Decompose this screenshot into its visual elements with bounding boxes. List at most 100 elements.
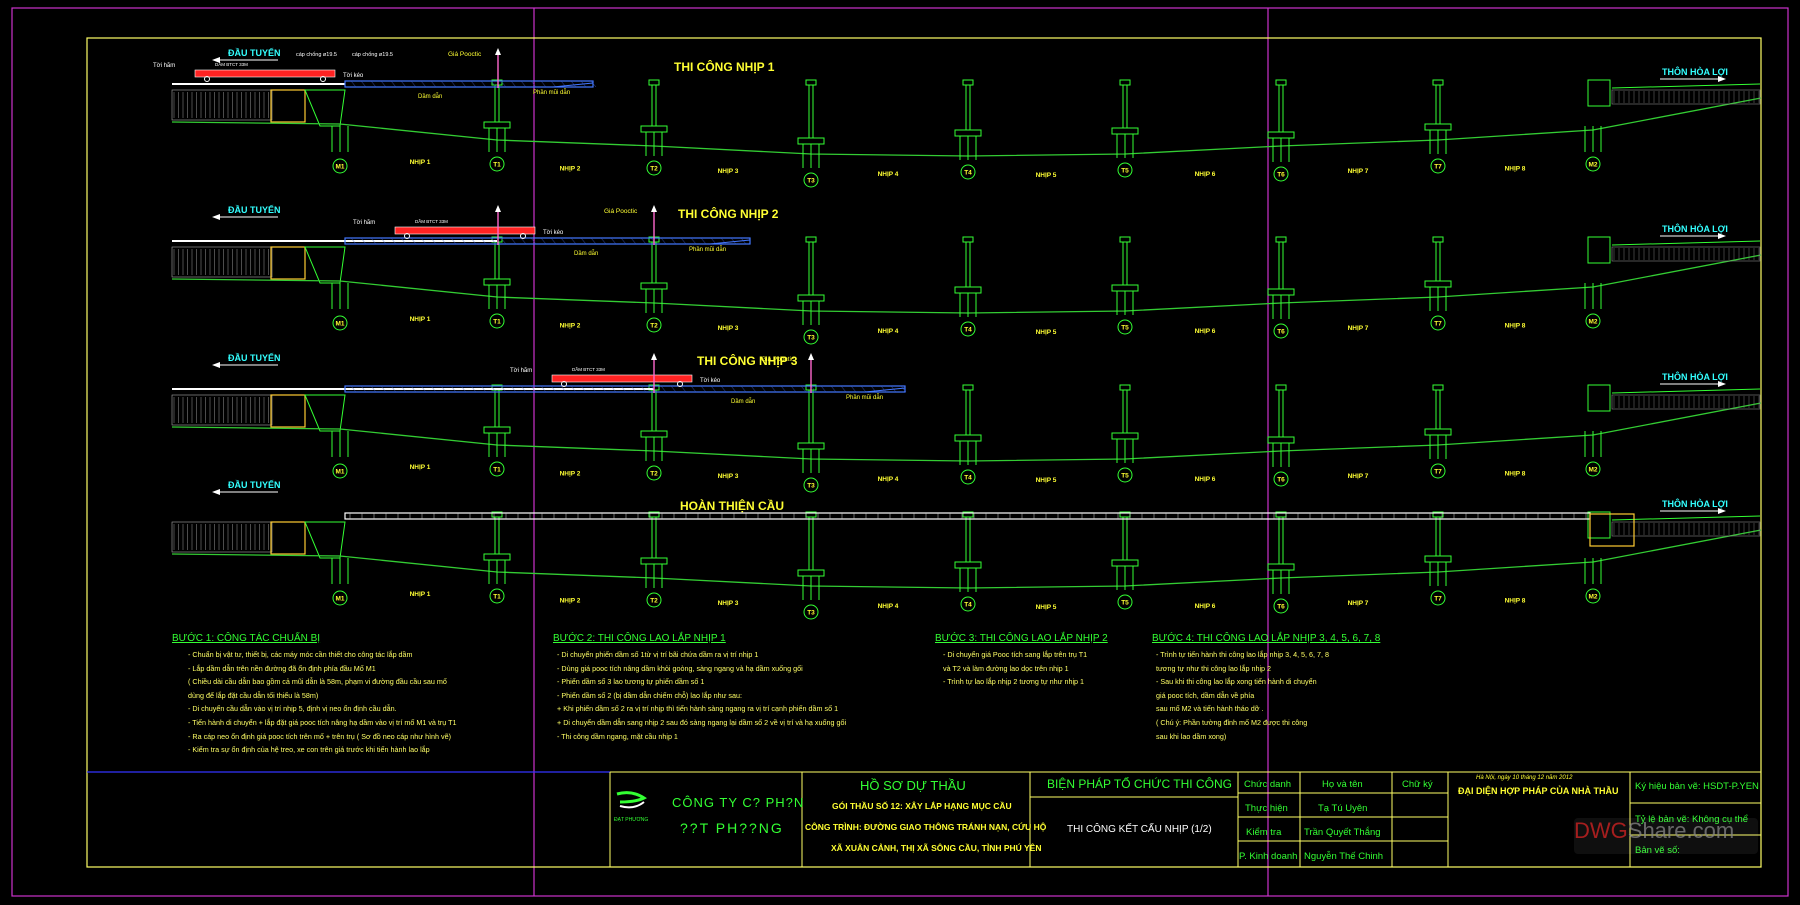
support-label: M1 <box>335 469 344 476</box>
girder-lattice <box>660 385 667 393</box>
span-label: NHỊP 4 <box>878 476 899 483</box>
pile-cap <box>954 129 982 137</box>
support-marker <box>646 317 662 333</box>
step-2-heading: BƯỚC 2: THI CÔNG LAO LẮP NHỊP 1 <box>553 633 726 644</box>
pier-cap <box>1432 511 1444 518</box>
step-4-line: - Trình tự tiến hành thi công lao lắp nh… <box>1156 650 1330 659</box>
step-2-notes: BƯỚC 2: THI CÔNG LAO LẮP NHỊP 1 - Di chu… <box>553 632 846 743</box>
girder-lattice <box>510 237 517 245</box>
pier-T7: T7 <box>1424 511 1452 606</box>
girder-lattice <box>530 80 537 88</box>
support-label: T6 <box>1277 477 1285 484</box>
span-label: NHỊP 2 <box>560 470 581 477</box>
company-line-1: CÔNG TY C? PH?N <box>672 795 805 810</box>
girder-lattice <box>610 237 617 245</box>
pile-cap <box>797 294 825 302</box>
toi-keo-label: Tời kéo <box>343 73 364 79</box>
span-label: NHỊP 3 <box>718 325 739 332</box>
support-marker <box>803 604 819 620</box>
support-label: T5 <box>1121 168 1129 175</box>
support-label: T4 <box>964 170 972 177</box>
pile-cap <box>1424 555 1452 563</box>
support-label: T2 <box>650 598 658 605</box>
span-label: NHỊP 6 <box>1195 171 1216 178</box>
arrow-head <box>1718 381 1726 387</box>
girder-lattice <box>490 385 497 393</box>
step-3-notes: BƯỚC 3: THI CÔNG LAO LẮP NHỊP 2 - Di chu… <box>935 632 1108 689</box>
pile-cap <box>1111 284 1139 292</box>
abutment-m1-wall <box>270 521 306 555</box>
girder-lattice <box>640 385 647 393</box>
pier-cap <box>805 79 817 86</box>
span-label: NHỊP 6 <box>1195 603 1216 610</box>
support-label: T4 <box>964 327 972 334</box>
pier-T7: T7 <box>1424 79 1452 174</box>
support-marker <box>332 158 348 174</box>
dam-btct-label: DẦM BTCT 33M <box>572 366 605 372</box>
company-logo-icon <box>616 791 647 809</box>
pier-M1: M1 <box>331 558 349 606</box>
girder-lattice <box>570 237 577 245</box>
pier-T7: T7 <box>1424 384 1452 479</box>
pier-cap <box>1119 236 1131 243</box>
girder-lattice <box>640 237 647 245</box>
span-label: NHỊP 6 <box>1195 476 1216 483</box>
girder-lattice <box>450 237 457 245</box>
trolley-wheel <box>204 76 210 82</box>
title-block-grid <box>609 771 1761 867</box>
girder-lattice <box>370 237 377 245</box>
girder-lattice <box>570 80 577 88</box>
span-label: NHỊP 7 <box>1348 168 1369 175</box>
support-label: T5 <box>1121 600 1129 607</box>
pier-cap <box>1119 79 1131 86</box>
span-label: NHỊP 5 <box>1036 172 1057 179</box>
girder-lattice <box>500 237 507 245</box>
support-label: M2 <box>1588 467 1597 474</box>
company-logo: ĐẠT PHƯƠNG <box>614 788 648 823</box>
girder-lattice <box>750 385 757 393</box>
span-label: NHỊP 8 <box>1505 470 1526 477</box>
girder-lattice <box>490 237 497 245</box>
support-label: T3 <box>807 178 815 185</box>
step-2-line: - Di chuyển phiến dầm số 1từ vị trí bãi … <box>557 650 759 659</box>
pier-M2: M2 <box>1584 126 1602 172</box>
span-label: NHỊP 8 <box>1505 322 1526 329</box>
pier-M2: M2 <box>1584 558 1602 604</box>
support-label: M1 <box>335 164 344 171</box>
girder-lattice <box>760 385 767 393</box>
abutment-m2 <box>1587 79 1611 107</box>
girder-lattice <box>480 385 487 393</box>
pier-T1: T1 <box>483 384 511 477</box>
support-marker <box>1585 156 1601 172</box>
abutment-m1 <box>304 246 346 284</box>
dam-dan-label: Dầm dẫn <box>731 398 755 405</box>
girder-lattice <box>730 237 737 245</box>
support-label: M2 <box>1588 162 1597 169</box>
span-label: NHỊP 7 <box>1348 325 1369 332</box>
staff-name: Trần Quyết Thắng <box>1304 827 1381 838</box>
pier-T7: T7 <box>1424 236 1452 331</box>
girder-lattice <box>530 385 537 393</box>
abutment-m2 <box>1587 384 1611 412</box>
pile-cap <box>797 137 825 145</box>
girder-lattice <box>380 80 387 88</box>
road-line <box>1611 388 1761 394</box>
support-marker <box>489 156 505 172</box>
toi-keo-label: Tời kéo <box>700 378 721 384</box>
launching-girder <box>344 237 751 245</box>
pier-T4: T4 <box>954 384 982 485</box>
support-label: T6 <box>1277 172 1285 179</box>
outer-frame <box>11 7 1789 897</box>
arrow-head <box>212 57 220 63</box>
pile-cap <box>1267 563 1295 571</box>
left-embankment <box>171 246 273 278</box>
pile-cap <box>640 430 668 438</box>
pier-T2: T2 <box>640 511 668 608</box>
girder-lattice <box>690 385 697 393</box>
girder-lattice <box>460 385 467 393</box>
span-label: NHỊP 1 <box>410 464 431 471</box>
